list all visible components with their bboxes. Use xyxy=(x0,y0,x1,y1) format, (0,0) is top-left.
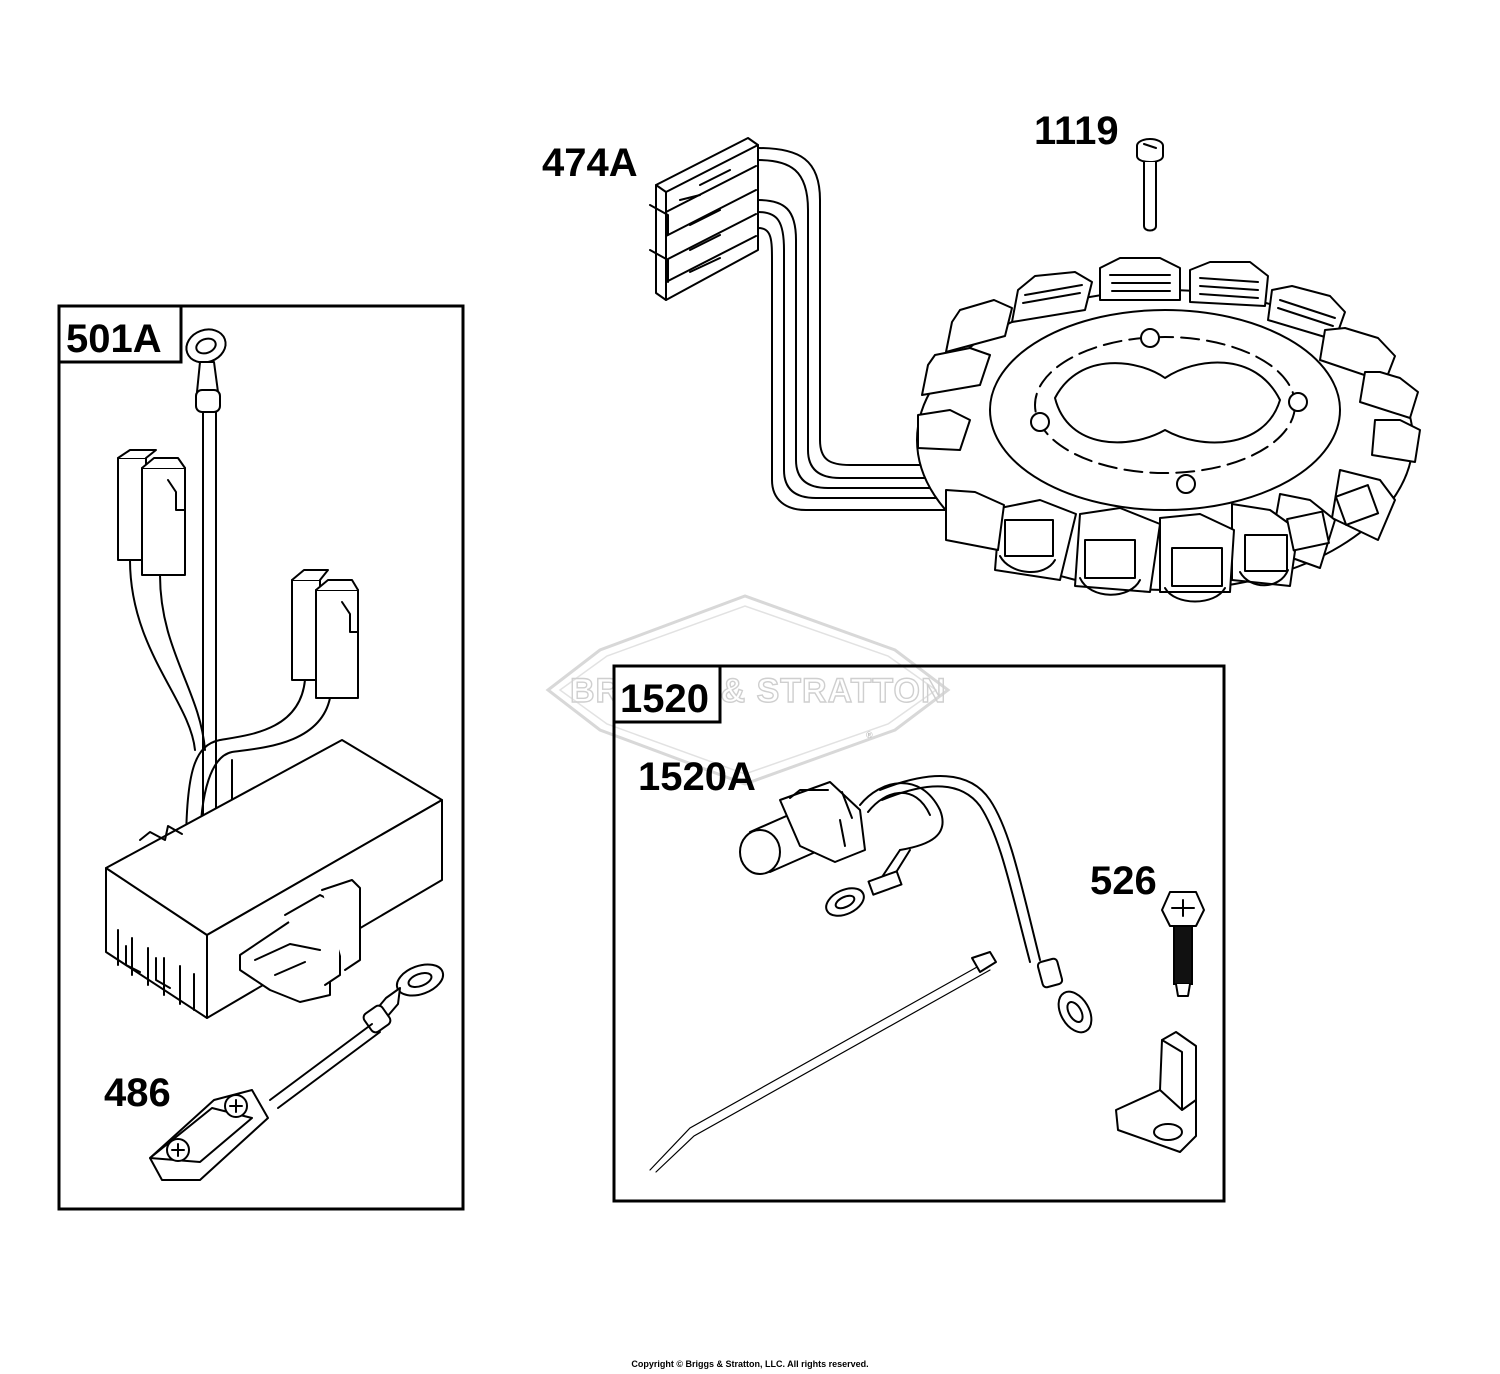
label-501a: 501A xyxy=(66,317,162,361)
ground-wire-486 xyxy=(149,963,445,1181)
stator-wire-harness xyxy=(757,147,1171,511)
rectifier-connector-right xyxy=(185,569,359,851)
label-526: 526 xyxy=(1090,859,1157,903)
screw-526 xyxy=(1161,891,1205,997)
mounting-bracket xyxy=(1115,1031,1197,1153)
ring-terminal-top xyxy=(185,328,227,851)
label-1520: 1520 xyxy=(620,677,709,721)
label-474a: 474A xyxy=(542,141,638,185)
label-1520a: 1520A xyxy=(638,755,756,799)
label-486: 486 xyxy=(104,1071,171,1115)
oil-switch-kit-box: 1520 1520A xyxy=(612,664,1226,1203)
copyright-notice: Copyright © Briggs & Stratton, LLC. All … xyxy=(631,1359,868,1369)
oil-pressure-switch xyxy=(739,775,1093,1034)
rectifier-kit-box: 501A xyxy=(57,304,465,1211)
label-1119: 1119 xyxy=(1034,109,1119,153)
watermark-registered-mark: ® xyxy=(866,730,873,740)
rectifier-body xyxy=(105,739,443,1019)
stator-coils xyxy=(917,257,1421,603)
stator-assembly: 474A xyxy=(542,109,1421,603)
screw-1119 xyxy=(1136,138,1164,232)
rectifier-connector-left xyxy=(117,449,206,751)
cable-tie xyxy=(649,951,997,1173)
stator-connector xyxy=(649,137,759,301)
